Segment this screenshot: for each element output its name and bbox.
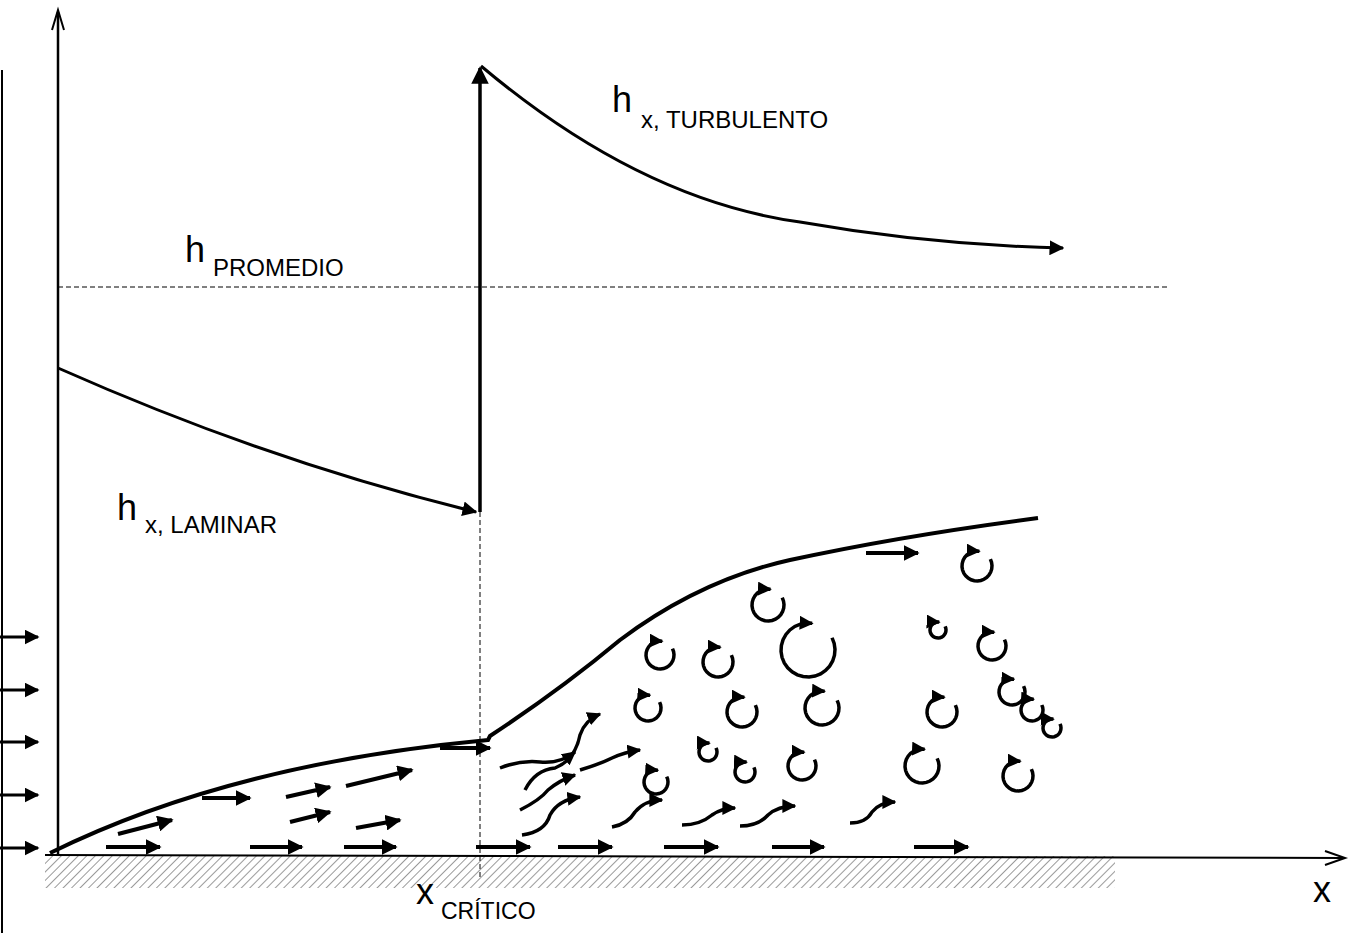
axis-label: x	[1313, 872, 1331, 908]
transition-wavy-arrows	[500, 714, 895, 835]
eddy	[727, 697, 757, 727]
x-axis-head	[1325, 851, 1345, 865]
eddy	[999, 679, 1025, 705]
eddy	[962, 551, 992, 581]
eddy	[978, 632, 1006, 660]
eddy	[699, 743, 717, 761]
critical-x-line	[480, 512, 481, 880]
x-symbol: x	[416, 874, 434, 910]
x-axis	[45, 855, 1343, 858]
turbulent-h-curve	[481, 66, 1063, 248]
eddy	[905, 749, 939, 783]
subscript-label: PROMEDIO	[213, 256, 344, 280]
eddy	[646, 641, 674, 669]
boundary-layer-edge	[50, 518, 1038, 853]
y-axis	[57, 12, 60, 855]
eddy	[930, 622, 946, 638]
eddy	[1021, 699, 1043, 721]
eddy	[788, 752, 816, 780]
h-symbol: h	[185, 232, 205, 268]
left-border	[1, 70, 3, 933]
subscript-label: CRÍTICO	[441, 900, 536, 923]
free-stream-arrows	[0, 637, 38, 848]
subscript-label: x, TURBULENTO	[641, 108, 828, 132]
eddy	[752, 589, 784, 621]
eddy	[781, 623, 835, 677]
average-h-line	[58, 287, 1170, 288]
eddy	[644, 770, 668, 794]
eddy	[1043, 719, 1061, 737]
h-symbol: h	[117, 490, 137, 526]
eddy	[735, 762, 755, 782]
subscript-label: x, LAMINAR	[145, 513, 277, 537]
plate-hatching	[45, 856, 1115, 888]
transition-jump	[478, 68, 482, 512]
eddy	[927, 697, 957, 727]
eddy	[635, 695, 661, 721]
y-axis-head	[52, 10, 64, 30]
eddy	[805, 691, 839, 725]
h-symbol: h	[612, 82, 632, 118]
turbulent-eddies	[635, 551, 1061, 794]
eddy	[703, 647, 733, 677]
velocity-arrows	[106, 553, 968, 847]
eddy	[1003, 761, 1033, 791]
